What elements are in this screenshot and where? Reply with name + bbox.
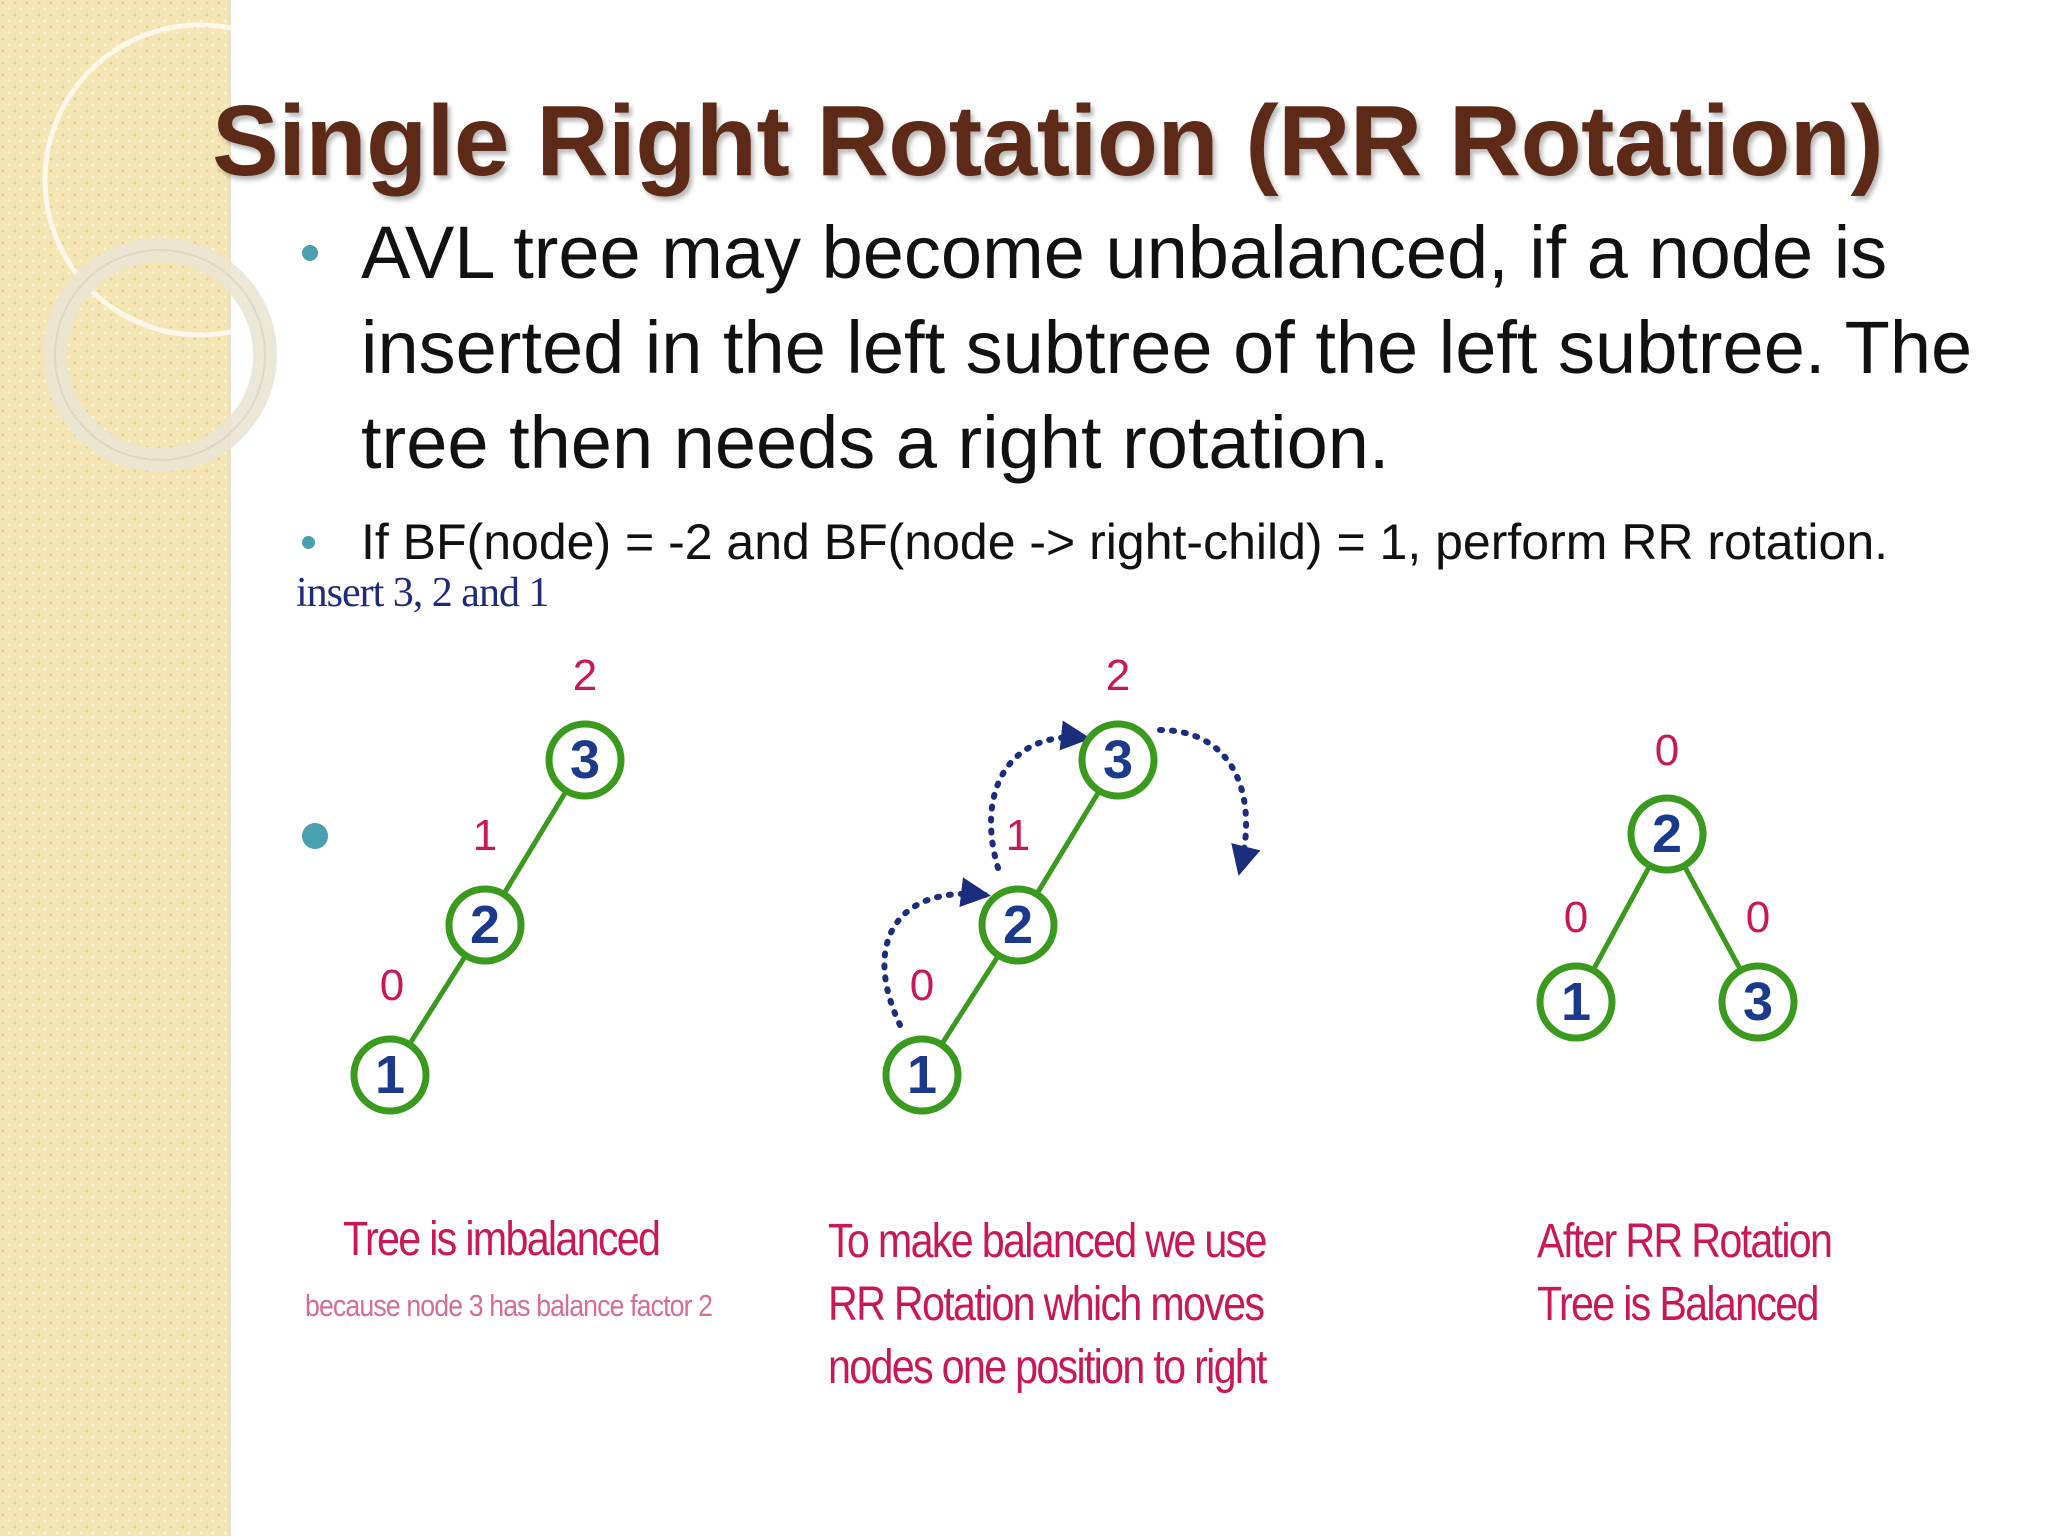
- slide-title: Single Right Rotation (RR Rotation): [212, 85, 1884, 197]
- caption-line: After RR Rotation: [1537, 1215, 1833, 1268]
- rotation-arrows: [881, 720, 1261, 1028]
- tree-node: 21: [978, 811, 1058, 965]
- tree-node-label: 3: [1743, 972, 1773, 1032]
- tree-node: 32: [1078, 651, 1158, 800]
- tree-node: 10: [1536, 893, 1616, 1042]
- tree-node-circle: [1078, 720, 1158, 800]
- tree-node-label: 2: [1652, 804, 1682, 864]
- tree-node: 10: [350, 961, 430, 1115]
- tree-node-label: 3: [570, 730, 600, 790]
- tree-node-circle: [978, 885, 1058, 965]
- tree-node-circle: [1536, 962, 1616, 1042]
- tree-node-label: 1: [1561, 972, 1591, 1032]
- balance-factor-label: 0: [1655, 726, 1679, 775]
- caption-line: Tree is Balanced: [1537, 1278, 1819, 1331]
- decorative-ring-small: [43, 238, 277, 472]
- tree-node-label: 1: [907, 1045, 937, 1105]
- bullet-dot-2: [302, 536, 315, 549]
- caption-imbalanced-reason: because node 3 has balance factor 2: [305, 1288, 713, 1323]
- insert-note: insert 3, 2 and 1: [296, 570, 549, 616]
- tree-node-label: 2: [470, 895, 500, 955]
- bullet-text-2: If BF(node) = -2 and BF(node -> right-ch…: [361, 514, 1889, 570]
- caption-line: nodes one position to right: [828, 1341, 1268, 1394]
- tree-node-circle: [350, 1035, 430, 1115]
- tree-node-label: 3: [1103, 730, 1133, 790]
- bullet-dot-1: [302, 245, 318, 261]
- caption-line: RR Rotation which moves: [828, 1278, 1265, 1331]
- balance-factor-label: 0: [380, 961, 404, 1010]
- tree-edge: [501, 789, 569, 896]
- tree-edge: [1034, 789, 1102, 896]
- balance-factor-label: 1: [473, 811, 497, 860]
- caption-imbalanced: Tree is imbalanced: [343, 1213, 661, 1266]
- tree-node: 21: [445, 811, 525, 965]
- balance-factor-label: 0: [1564, 893, 1588, 942]
- balance-factor-label: 2: [1106, 651, 1130, 700]
- tree-edge: [1590, 864, 1653, 972]
- rotation-arrow-1-to-2: [881, 877, 991, 1028]
- decorative-ring-small-inner: [54, 249, 266, 461]
- tree-node-circle: [1718, 962, 1798, 1042]
- balance-factor-label: 0: [1746, 893, 1770, 942]
- caption-line: To make balanced we use: [828, 1215, 1267, 1268]
- tree-node-circle: [1627, 794, 1707, 874]
- caption-rotation: To make balanced we use RR Rotation which…: [828, 1210, 1268, 1399]
- rotation-arrow-2-to-3: [988, 720, 1091, 871]
- decorative-rings: [42, 22, 358, 472]
- tree-node: 30: [1718, 893, 1798, 1042]
- tree-edge: [939, 953, 1001, 1047]
- tree-node: 10: [882, 961, 962, 1115]
- balance-factor-label: 2: [573, 651, 597, 700]
- tree-node-circle: [445, 885, 525, 965]
- tree-node: 20: [1627, 726, 1707, 874]
- bullet-dot-3: [302, 823, 328, 849]
- tree-node: 32: [545, 651, 625, 800]
- balance-factor-label: 1: [1006, 811, 1030, 860]
- bullet-text-1: AVL tree may become unbalanced, if a nod…: [361, 211, 1973, 484]
- decorative-ring-large: [42, 22, 358, 338]
- tree-node-circle: [545, 720, 625, 800]
- tree-node-label: 2: [1003, 895, 1033, 955]
- balance-factor-label: 0: [910, 961, 934, 1010]
- tree-node-circle: [882, 1035, 962, 1115]
- tree-node-label: 1: [375, 1045, 405, 1105]
- rotation-arrow-3-down: [1157, 727, 1261, 876]
- tree-edge: [407, 954, 468, 1046]
- tree-edge: [1681, 864, 1744, 972]
